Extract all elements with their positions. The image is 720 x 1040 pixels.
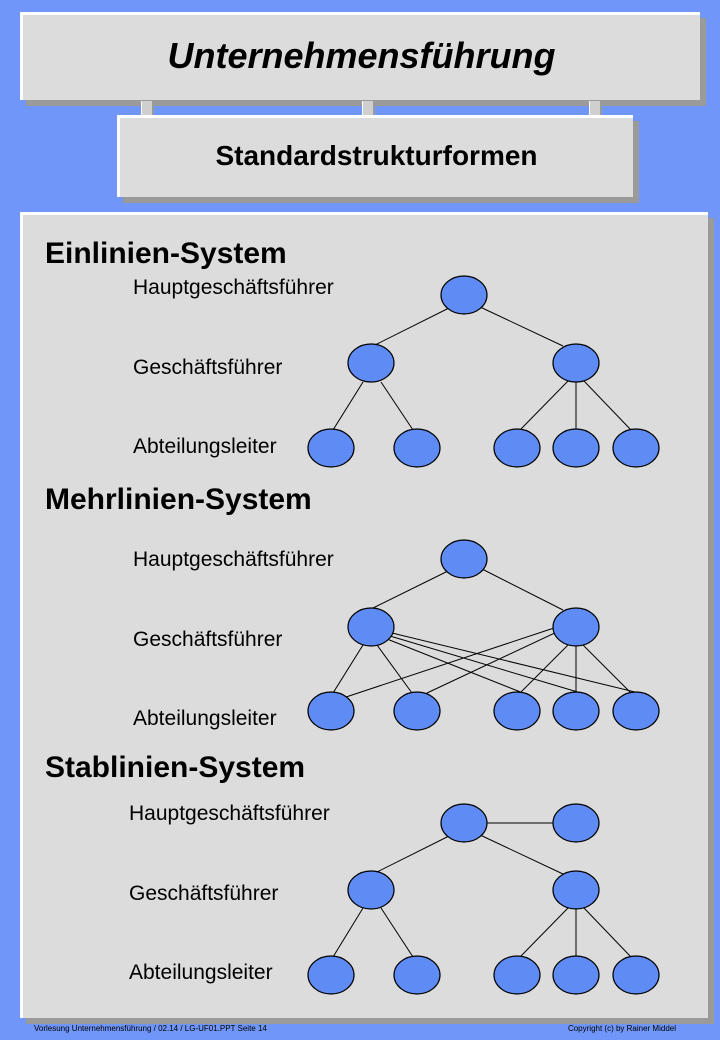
node [612, 428, 660, 468]
node [493, 428, 541, 468]
level-label-top: Hauptgeschäftsführer [133, 548, 334, 571]
edge [519, 380, 569, 431]
connector [589, 101, 600, 117]
level-label-bottom: Abteilungsleiter [133, 435, 277, 458]
node [393, 428, 441, 468]
edge [372, 305, 454, 347]
connector [362, 101, 373, 117]
node [440, 539, 488, 579]
edge [583, 380, 632, 431]
node [307, 428, 355, 468]
section-title: Einlinien-System [45, 237, 287, 270]
node [347, 607, 395, 647]
node [347, 870, 395, 910]
org-diagrams: Einlinien-System Hauptgeschäftsführer Ge… [45, 237, 660, 995]
edge [582, 644, 632, 694]
edge [389, 635, 582, 694]
staff-node [552, 803, 600, 843]
node [307, 955, 355, 995]
node [440, 803, 488, 843]
level-label-bottom: Abteilungsleiter [129, 961, 273, 984]
section-title: Mehrlinien-System [45, 483, 312, 516]
section-title: Stablinien-System [45, 751, 305, 784]
edge [332, 381, 364, 431]
node [493, 955, 541, 995]
section-mehrlinien: Mehrlinien-System Hauptgeschäftsführer G… [45, 483, 660, 731]
node [347, 343, 395, 383]
level-label-top: Hauptgeschäftsführer [133, 276, 334, 299]
footer-right: Copyright (c) by Rainer Middel [567, 1024, 676, 1033]
title-box: Unternehmensführung [20, 12, 700, 100]
node [612, 955, 660, 995]
node [552, 607, 600, 647]
node [393, 955, 441, 995]
node [552, 428, 600, 468]
diagram-panel: Einlinien-System Hauptgeschäftsführer Ge… [20, 212, 708, 1018]
page-title: Unternehmensführung [167, 35, 556, 76]
connector [141, 101, 152, 117]
edge [372, 833, 454, 875]
section-stablinien: Stablinien-System Hauptgeschäftsführer G… [45, 751, 660, 995]
footer-left: Vorlesung Unternehmensführung / 02.14 / … [34, 1024, 267, 1033]
level-label-top: Hauptgeschäftsführer [129, 802, 330, 825]
level-label-middle: Geschäftsführer [129, 882, 278, 905]
edge [376, 644, 413, 694]
edge [519, 907, 569, 958]
edge [583, 907, 632, 958]
section-einlinien: Einlinien-System Hauptgeschäftsführer Ge… [45, 237, 660, 468]
edge [519, 644, 569, 694]
edge [332, 907, 364, 958]
edge [332, 644, 364, 694]
node [552, 870, 600, 910]
node [552, 691, 600, 731]
edge [481, 568, 564, 611]
node [393, 691, 441, 731]
page-subtitle: Standardstrukturformen [215, 140, 538, 171]
subtitle-box: Standardstrukturformen [117, 115, 633, 197]
level-label-bottom: Abteilungsleiter [133, 707, 277, 730]
node [552, 343, 600, 383]
edge [380, 381, 414, 431]
edge [339, 626, 558, 700]
edge [477, 833, 564, 875]
node [612, 691, 660, 731]
edge [368, 569, 451, 611]
edge [380, 907, 414, 958]
edge [426, 630, 560, 694]
edge [391, 632, 640, 694]
node [307, 691, 355, 731]
node [552, 955, 600, 995]
edge [477, 305, 564, 347]
level-label-middle: Geschäftsführer [133, 356, 282, 379]
node [440, 275, 488, 315]
node [493, 691, 541, 731]
edge [386, 638, 524, 694]
level-label-middle: Geschäftsführer [133, 628, 282, 651]
